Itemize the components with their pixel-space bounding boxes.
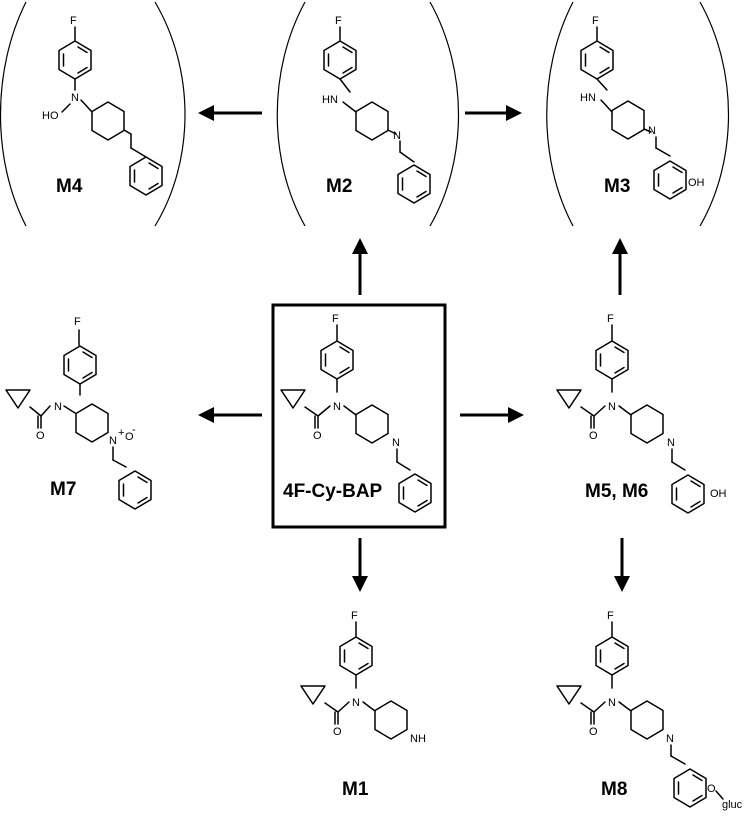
arrow-to-m7 [198, 407, 262, 423]
svg-text:F: F [592, 15, 599, 27]
structure-m3: F HN N OH [580, 15, 705, 200]
svg-text:N: N [333, 401, 341, 413]
svg-text:N: N [352, 697, 360, 709]
svg-text:N: N [667, 437, 675, 449]
svg-text:O: O [589, 430, 598, 442]
parentheses-m2 [276, 1, 460, 227]
arrow-to-m4 [198, 105, 262, 121]
svg-text:O: O [125, 431, 134, 443]
svg-text:O: O [707, 783, 716, 795]
svg-text:F: F [607, 313, 614, 325]
label-parent: 4F-Cy-BAP [283, 481, 383, 502]
label-m7: M7 [50, 479, 76, 500]
structure-m2: F HN N [322, 15, 431, 204]
structure-m4: F N HO [42, 15, 163, 196]
structure-m1: F N O NH [300, 610, 426, 745]
svg-text:N: N [608, 401, 616, 413]
svg-text:O: O [36, 430, 45, 442]
arrow-to-m3-from-m56 [612, 238, 628, 295]
svg-text:N: N [666, 733, 674, 745]
svg-text:O: O [333, 726, 342, 738]
label-m1: M1 [342, 779, 369, 800]
structure-m56: F N O N OH [556, 313, 727, 514]
structure-parent: F N O N [280, 313, 432, 513]
svg-text:N: N [648, 125, 656, 137]
svg-text:N: N [71, 92, 79, 104]
arrow-to-m3-from-m2 [465, 105, 522, 121]
svg-text:HO: HO [42, 110, 59, 122]
svg-text:F: F [335, 15, 342, 27]
svg-text:+: + [118, 427, 124, 439]
arrow-to-m1 [352, 538, 368, 592]
parentheses-m3 [546, 1, 730, 227]
arrow-to-m56 [460, 407, 524, 423]
svg-text:F: F [351, 610, 358, 622]
structure-m7: F N O N + O - [5, 316, 152, 510]
svg-text:N: N [54, 401, 62, 413]
label-m4: M4 [56, 176, 83, 197]
svg-text:gluc: gluc [722, 799, 743, 811]
svg-text:NH: NH [410, 733, 426, 745]
arrow-to-m2 [352, 238, 368, 295]
svg-text:OH: OH [688, 177, 705, 189]
svg-text:OH: OH [710, 488, 727, 500]
label-m2: M2 [326, 176, 352, 197]
svg-text:N: N [392, 437, 400, 449]
svg-text:N: N [393, 130, 401, 142]
svg-text:F: F [74, 316, 81, 328]
parentheses-m4 [0, 1, 186, 227]
svg-text:F: F [332, 313, 339, 325]
parent-compound-box [271, 303, 447, 529]
svg-text:N: N [109, 435, 117, 447]
svg-text:O: O [313, 430, 322, 442]
arrow-to-m8 [614, 538, 630, 592]
svg-text:F: F [70, 15, 77, 27]
svg-text:F: F [607, 610, 614, 622]
structure-m8: F N O N O gluc [556, 610, 743, 811]
svg-text:O: O [589, 726, 598, 738]
svg-text:N: N [608, 697, 616, 709]
svg-text:HN: HN [322, 94, 338, 106]
svg-text:HN: HN [580, 92, 596, 104]
svg-text:-: - [132, 424, 136, 436]
label-m3: M3 [604, 176, 630, 197]
label-m56: M5, M6 [585, 481, 648, 502]
label-m8: M8 [601, 779, 627, 800]
